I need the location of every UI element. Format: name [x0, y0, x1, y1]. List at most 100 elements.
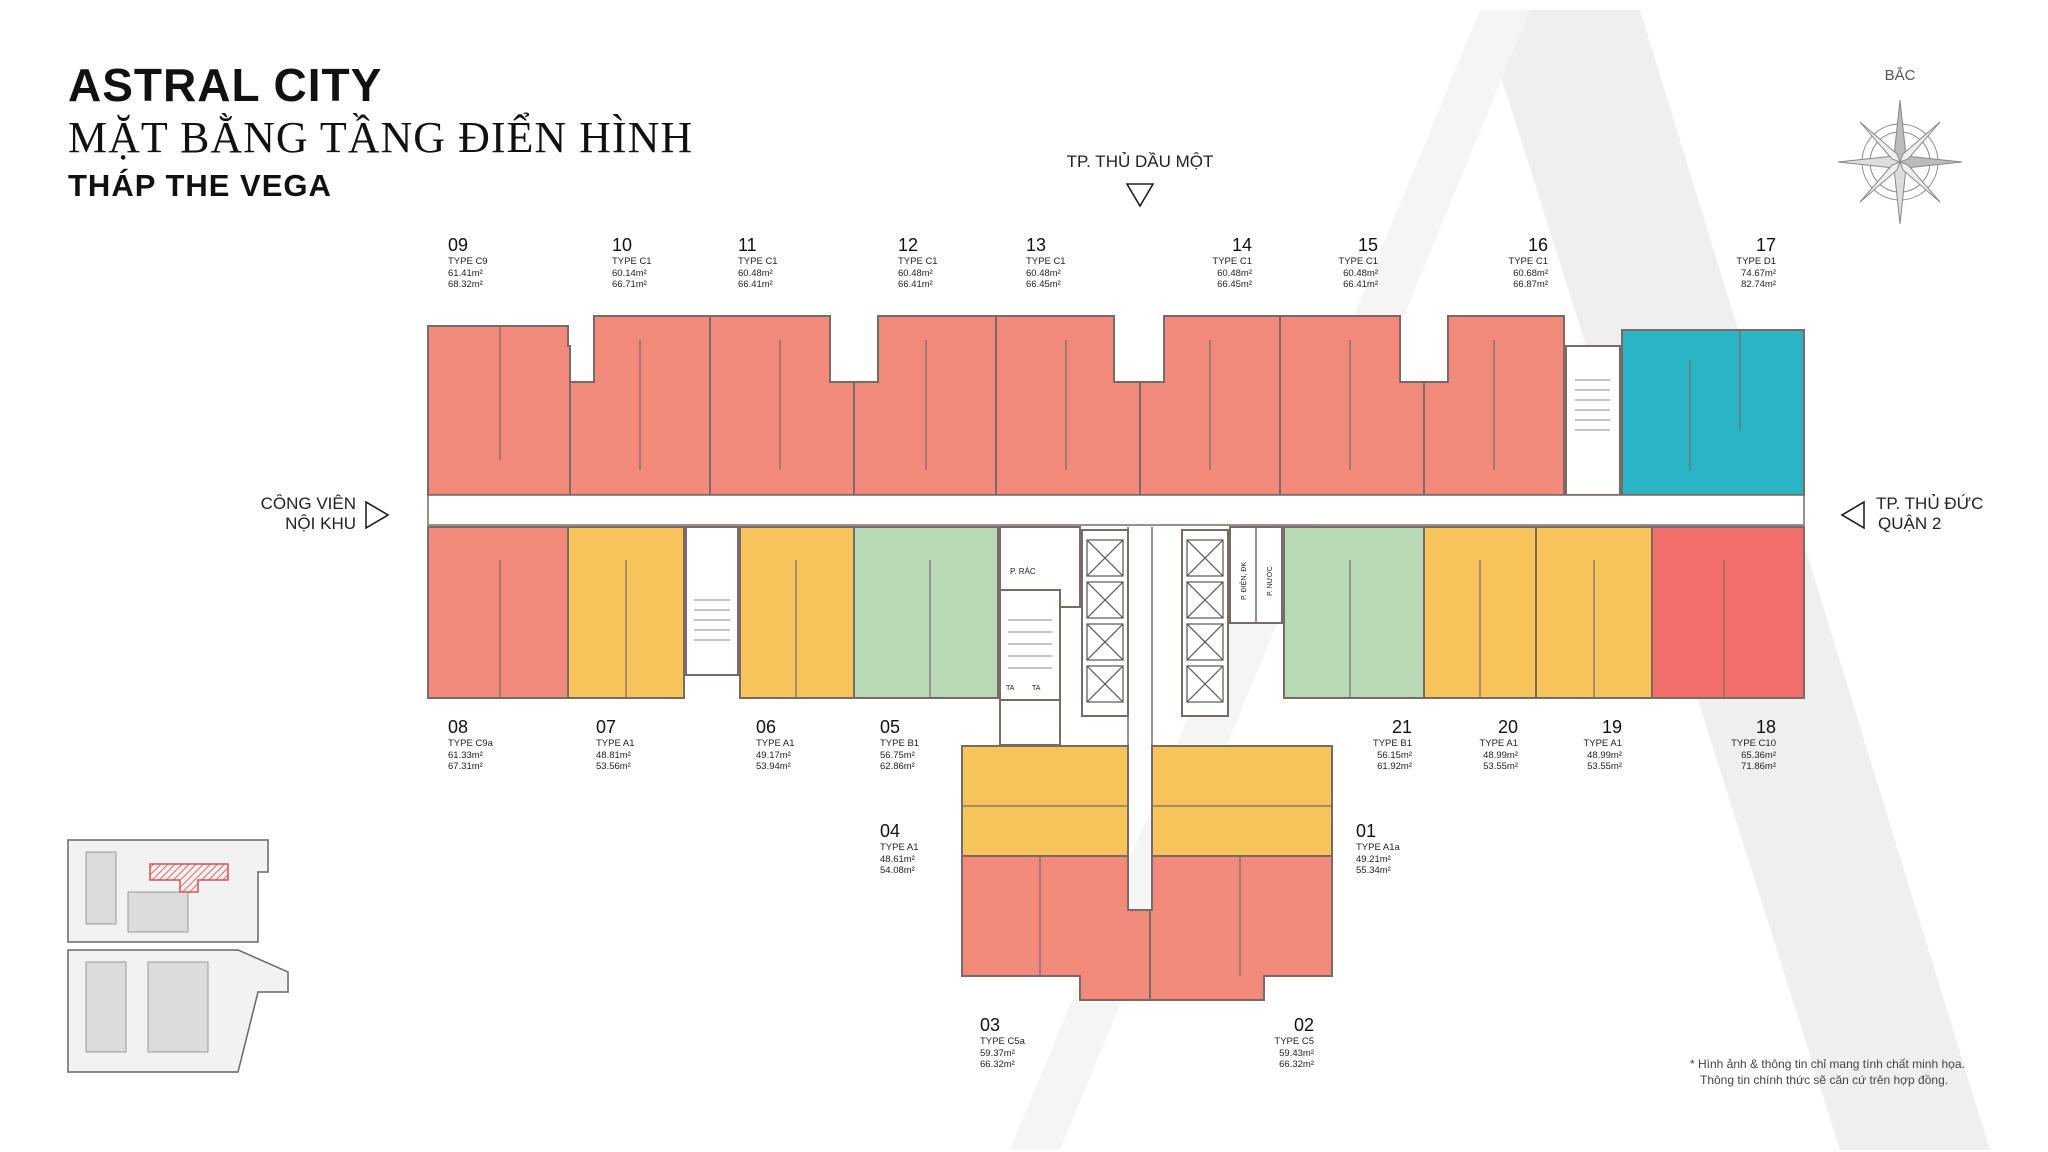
unit-area-gross: 66.32m²: [1279, 1059, 1314, 1070]
unit-area-net: 59.37m²: [980, 1047, 1015, 1059]
unit-label-02[interactable]: 02 TYPE C5 59.43m² 66.32m²: [1248, 1014, 1314, 1071]
direction-right-text-1: TP. THỦ ĐỨC: [1876, 494, 1984, 513]
unit-area-gross: 53.55m²: [1483, 761, 1518, 772]
unit-area-gross: 53.94m²: [756, 761, 791, 772]
unit-number: 15: [1357, 235, 1378, 255]
unit-label-15[interactable]: 15 TYPE C1 60.48m² 66.41m²: [1312, 234, 1378, 291]
unit-area-gross: 66.45m²: [1217, 279, 1252, 290]
unit-label-17[interactable]: 17 TYPE D1 74.67m² 82.74m²: [1710, 234, 1776, 291]
room-trash-label: P. RÁC: [1010, 567, 1036, 576]
unit-05-shape[interactable]: [853, 526, 999, 699]
corridor: [427, 494, 1805, 526]
unit-area-net: 61.33m²: [448, 749, 483, 761]
unit-number: 03: [980, 1015, 1001, 1035]
unit-label-09[interactable]: 09 TYPE C9 61.41m² 68.32m²: [448, 234, 488, 291]
unit-label-01[interactable]: 01 TYPE A1a 49.21m² 55.34m²: [1356, 820, 1400, 877]
unit-number: 17: [1755, 235, 1776, 255]
unit-01-shape[interactable]: [1151, 745, 1333, 857]
unit-label-12[interactable]: 12 TYPE C1 60.48m² 66.41m²: [898, 234, 938, 291]
unit-21-shape[interactable]: [1283, 526, 1425, 699]
room-electric-label: P. ĐIỆN, ĐK: [1239, 562, 1248, 600]
north-label: BẮC: [1885, 66, 1916, 84]
unit-area-net: 60.48m²: [1026, 267, 1061, 279]
unit-type: TYPE C9a: [448, 738, 493, 749]
unit-type: TYPE A1a: [1356, 842, 1400, 853]
unit-area-gross: 53.56m²: [596, 761, 631, 772]
unit-number: 12: [898, 235, 919, 255]
room-water-label: P. NƯỚC: [1265, 566, 1274, 596]
unit-label-20[interactable]: 20 TYPE A1 48.99m² 53.55m²: [1452, 716, 1518, 773]
unit-number: 11: [738, 235, 757, 255]
unit-number: 07: [596, 717, 617, 737]
unit-area-net: 59.43m²: [1279, 1047, 1314, 1059]
unit-area-net: 60.48m²: [738, 267, 773, 279]
unit-03-shape[interactable]: [961, 855, 1151, 1001]
unit-label-16[interactable]: 16 TYPE C1 60.68m² 66.87m²: [1482, 234, 1548, 291]
unit-area-gross: 53.55m²: [1587, 761, 1622, 772]
unit-type: TYPE C1: [1338, 256, 1378, 267]
unit-label-06[interactable]: 06 TYPE A1 49.17m² 53.94m²: [756, 716, 795, 773]
plan-subtitle: MẶT BẰNG TẦNG ĐIỂN HÌNH: [68, 113, 694, 162]
disclaimer-line-1: * Hình ảnh & thông tin chỉ mang tính chấ…: [1690, 1057, 1965, 1071]
unit-09-shape[interactable]: [427, 325, 571, 496]
unit-area-gross: 66.41m²: [738, 279, 773, 290]
tower-name: THÁP THE VEGA: [68, 168, 332, 203]
unit-15-shape[interactable]: [1279, 315, 1425, 496]
unit-area-net: 60.48m²: [1217, 267, 1252, 279]
direction-left-text-2: NỘI KHU: [285, 514, 356, 533]
unit-label-21[interactable]: 21 TYPE B1 56.15m² 61.92m²: [1346, 716, 1412, 773]
unit-type: TYPE A1: [1583, 738, 1622, 749]
direction-top-label: TP. THỦ DẦU MỘT: [1040, 152, 1240, 172]
unit-label-10[interactable]: 10 TYPE C1 60.14m² 66.71m²: [612, 234, 652, 291]
unit-type: TYPE C5a: [980, 1036, 1025, 1047]
unit-number: 10: [612, 235, 633, 255]
unit-type: TYPE A1: [756, 738, 795, 749]
unit-18-shape[interactable]: [1651, 526, 1805, 699]
unit-area-net: 48.81m²: [596, 749, 631, 761]
unit-type: TYPE C1: [898, 256, 938, 267]
direction-right-text-2: QUẬN 2: [1878, 514, 1942, 533]
stair-core-left: [685, 526, 739, 676]
unit-area-gross: 66.32m²: [980, 1059, 1015, 1070]
unit-label-03[interactable]: 03 TYPE C5a 59.37m² 66.32m²: [980, 1014, 1025, 1071]
unit-area-net: 60.14m²: [612, 267, 647, 279]
unit-06-shape[interactable]: [739, 526, 855, 699]
unit-type: TYPE C1: [1212, 256, 1252, 267]
direction-left-arrow-icon: [365, 500, 390, 530]
unit-area-net: 61.41m²: [448, 267, 483, 279]
unit-number: 04: [880, 821, 901, 841]
unit-label-08[interactable]: 08 TYPE C9a 61.33m² 67.31m²: [448, 716, 493, 773]
unit-type: TYPE C9: [448, 256, 488, 267]
unit-02-shape[interactable]: [1149, 855, 1333, 1001]
direction-left-label: CÔNG VIÊN NỘI KHU: [236, 494, 356, 534]
unit-area-gross: 66.71m²: [612, 279, 647, 290]
unit-type: TYPE A1: [1479, 738, 1518, 749]
unit-label-11[interactable]: 11 TYPE C1 60.48m² 66.41m²: [738, 234, 778, 291]
unit-area-net: 74.67m²: [1741, 267, 1776, 279]
unit-label-13[interactable]: 13 TYPE C1 60.48m² 66.45m²: [1026, 234, 1066, 291]
unit-number: 14: [1231, 235, 1252, 255]
unit-area-net: 49.17m²: [756, 749, 791, 761]
unit-label-19[interactable]: 19 TYPE A1 48.99m² 53.55m²: [1556, 716, 1622, 773]
unit-area-net: 56.75m²: [880, 749, 915, 761]
north-compass-icon: BẮC: [1837, 66, 1963, 225]
unit-area-gross: 61.92m²: [1377, 761, 1412, 772]
unit-label-18[interactable]: 18 TYPE C10 65.36m² 71.86m²: [1710, 716, 1776, 773]
unit-label-05[interactable]: 05 TYPE B1 56.75m² 62.86m²: [880, 716, 919, 773]
unit-type: TYPE C10: [1731, 738, 1776, 749]
unit-17-shape[interactable]: [1621, 329, 1805, 496]
unit-13-shape[interactable]: [995, 315, 1141, 496]
unit-label-04[interactable]: 04 TYPE A1 48.61m² 54.08m²: [880, 820, 919, 877]
unit-area-net: 48.99m²: [1483, 749, 1518, 761]
unit-04-shape[interactable]: [961, 745, 1129, 857]
unit-label-07[interactable]: 07 TYPE A1 48.81m² 53.56m²: [596, 716, 635, 773]
unit-12-shape[interactable]: [853, 315, 997, 496]
site-minimap: [67, 839, 289, 1073]
unit-number: 13: [1026, 235, 1047, 255]
unit-11-shape[interactable]: [709, 315, 855, 496]
unit-area-net: 65.36m²: [1741, 749, 1776, 761]
unit-area-net: 60.68m²: [1513, 267, 1548, 279]
unit-08-shape[interactable]: [427, 526, 569, 699]
unit-number: 05: [880, 717, 901, 737]
unit-label-14[interactable]: 14 TYPE C1 60.48m² 66.45m²: [1186, 234, 1252, 291]
